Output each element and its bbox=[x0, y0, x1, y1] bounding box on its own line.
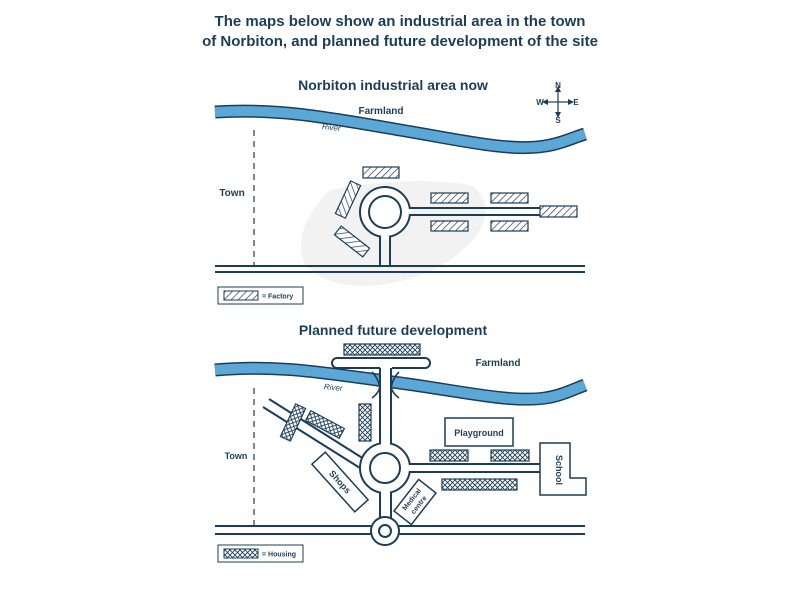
legend-housing: = Housing bbox=[217, 544, 304, 563]
medical-centre: Medical centre bbox=[392, 478, 438, 526]
housing bbox=[358, 403, 372, 442]
bridge-road bbox=[371, 367, 400, 449]
shops: Shops bbox=[310, 451, 370, 513]
factory bbox=[333, 225, 371, 258]
factory bbox=[334, 180, 362, 219]
river bbox=[214, 361, 588, 406]
east-road bbox=[408, 207, 540, 216]
map-future: Planned future development Farmland Rive… bbox=[214, 322, 588, 563]
legend-housing-label: = Housing bbox=[262, 552, 296, 559]
housing bbox=[441, 478, 518, 491]
farmland-label: Farmland bbox=[358, 106, 403, 117]
river bbox=[214, 104, 587, 155]
figure-title-line-2: of Norbiton, and planned future developm… bbox=[202, 33, 598, 50]
river-label: River bbox=[322, 122, 342, 133]
northwest-road bbox=[262, 398, 365, 469]
factories bbox=[333, 166, 578, 258]
compass-w: W bbox=[536, 98, 544, 107]
main-road bbox=[215, 265, 585, 273]
town-label: Town bbox=[219, 188, 244, 199]
factory bbox=[539, 205, 578, 218]
housing bbox=[490, 449, 530, 462]
central-roundabout bbox=[359, 441, 411, 495]
town-label: Town bbox=[225, 451, 248, 461]
legend-housing-swatch bbox=[223, 548, 259, 559]
map-now-title: Norbiton industrial area now bbox=[298, 77, 488, 93]
factory bbox=[490, 192, 529, 204]
farmland-label: Farmland bbox=[475, 358, 520, 369]
legend-factory-label: = Factory bbox=[262, 294, 293, 301]
playground-label: Playground bbox=[454, 428, 504, 438]
housing bbox=[279, 403, 307, 442]
compass-n: N bbox=[555, 81, 561, 90]
figure-title-line-1: The maps below show an industrial area i… bbox=[214, 13, 586, 30]
map-now: Norbiton industrial area now N S E W Far… bbox=[214, 77, 587, 305]
factory bbox=[362, 166, 400, 179]
legend-factory: = Factory bbox=[217, 286, 304, 305]
south-link-road bbox=[379, 490, 392, 520]
compass-rose: N S E W bbox=[536, 81, 579, 125]
housing-blocks bbox=[279, 403, 530, 491]
school-label: School bbox=[554, 455, 564, 485]
factory bbox=[490, 220, 529, 232]
north-road bbox=[331, 357, 431, 369]
housing bbox=[343, 343, 421, 356]
legend-factory-swatch bbox=[223, 290, 259, 301]
main-road bbox=[215, 525, 585, 535]
compass-e: E bbox=[573, 98, 579, 107]
roundabout bbox=[359, 186, 411, 240]
river-label: River bbox=[324, 382, 344, 393]
housing bbox=[304, 409, 346, 440]
east-road bbox=[410, 463, 540, 473]
compass-s: S bbox=[555, 116, 561, 125]
figure-title: The maps below show an industrial area i… bbox=[0, 12, 800, 52]
south-roundabout bbox=[370, 516, 400, 546]
school: School bbox=[539, 442, 587, 496]
playground: Playground bbox=[444, 417, 514, 447]
access-road bbox=[379, 232, 391, 266]
factory bbox=[430, 220, 469, 232]
map-future-title: Planned future development bbox=[299, 322, 488, 338]
factory bbox=[430, 192, 469, 204]
housing bbox=[429, 449, 469, 462]
